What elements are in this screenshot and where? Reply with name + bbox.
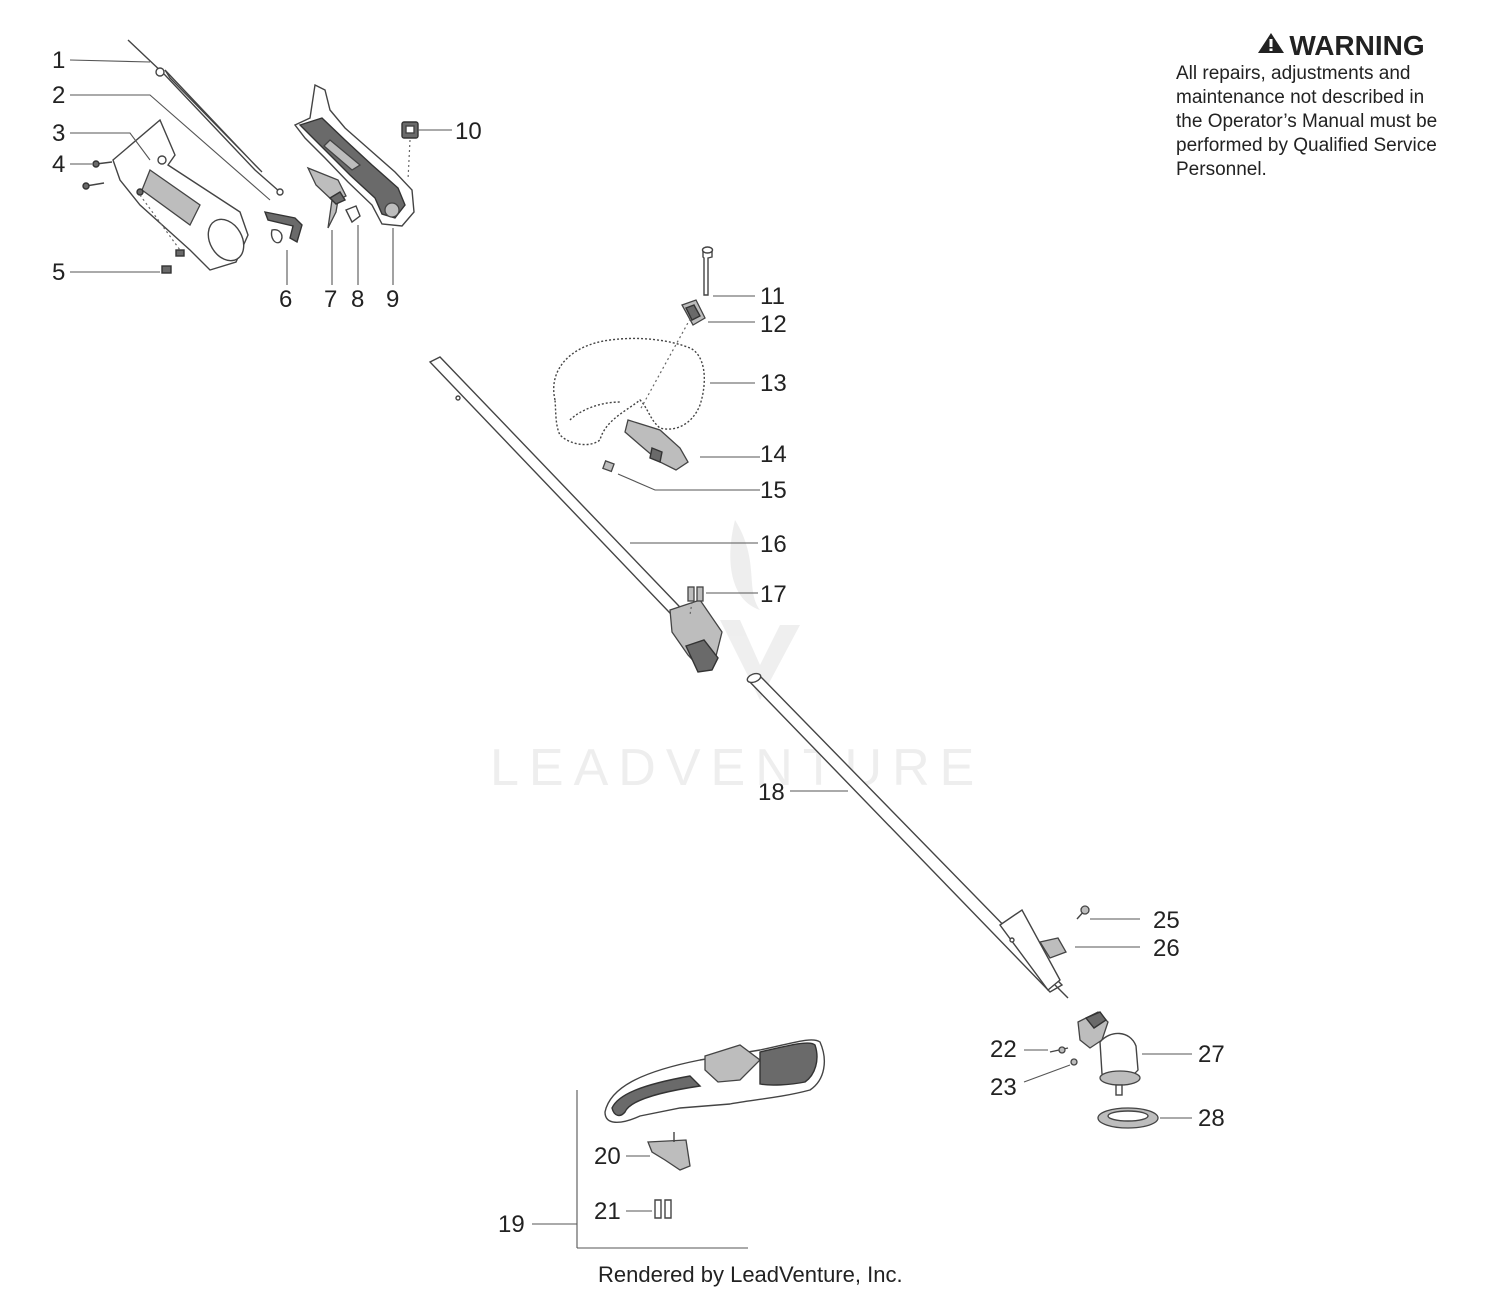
callout-26: 26 [1153,935,1180,962]
callout-21: 21 [594,1198,621,1225]
leader-3 [70,132,151,161]
footer-credit: Rendered by LeadVenture, Inc. [598,1262,903,1287]
part-4-screws [82,160,181,251]
part-22-screw [1049,1046,1069,1054]
callout-7: 7 [324,286,337,313]
leader-10-path [407,139,411,181]
part-23-screw [1070,1058,1078,1066]
part-14-handle-clamp [624,419,689,471]
warning-triangle-icon [1258,33,1285,53]
part-25-screw [1076,905,1090,920]
part-3-handle-housing [112,118,249,271]
leader-15 [617,473,760,491]
part-17-screws [687,586,704,616]
part-9-rear-handle [293,83,415,227]
callout-19: 19 [498,1211,525,1238]
callout-4: 4 [52,151,65,178]
leader-2 [70,94,271,201]
part-28-washer [1097,1107,1159,1129]
callout-5: 5 [52,259,65,286]
callout-9: 9 [386,286,399,313]
callout-20: 20 [594,1143,621,1170]
callout-17: 17 [760,581,787,608]
warning-heading: WARNING [1186,30,1496,62]
callout-11: 11 [760,283,785,310]
part-1-throttle-cable [127,39,284,196]
callout-14: 14 [760,441,787,468]
part-19-shield-bracket [576,1039,826,1249]
part-12-clamp [681,299,706,326]
part-18-lower-shaft [746,672,1069,999]
callout-3: 3 [52,120,65,147]
part-11-bolt [701,246,714,296]
part-26-clip [1038,937,1067,959]
callout-13: 13 [760,370,787,397]
warning-title: WARNING [1289,30,1425,61]
leader-23 [1023,1064,1071,1083]
callout-10: 10 [455,118,482,145]
callout-27: 27 [1198,1041,1225,1068]
leadventure-watermark: LEADVENTURE [490,739,985,797]
callout-1: 1 [52,47,65,74]
part-6-lockout-lever [263,211,303,244]
callout-15: 15 [760,477,787,504]
callout-23: 23 [990,1074,1017,1101]
callout-8: 8 [351,286,364,313]
warning-text: All repairs, adjustments and maintenance… [1176,63,1438,180]
callout-16: 16 [760,531,787,558]
part-21-screws [654,1199,672,1219]
part-27-gearhead [1077,1011,1141,1096]
part-7-trigger [306,166,347,229]
part-5-nut [161,249,185,274]
part-13-loop-handle [553,309,705,446]
part-16-upper-shaft [428,356,723,673]
part-10-stop-switch [401,121,419,139]
part-15-nut [602,460,615,473]
part-20-line-cutter [647,1132,691,1171]
callout-25: 25 [1153,907,1180,934]
callout-18: 18 [758,779,785,806]
callout-22: 22 [990,1036,1017,1063]
part-8-spring [345,205,361,224]
leader-1 [69,59,151,63]
callout-2: 2 [52,82,65,109]
callout-6: 6 [279,286,292,313]
warning-box: WARNING All repairs, adjustments and mai… [1176,30,1496,182]
callout-12: 12 [760,311,787,338]
callout-28: 28 [1198,1105,1225,1132]
